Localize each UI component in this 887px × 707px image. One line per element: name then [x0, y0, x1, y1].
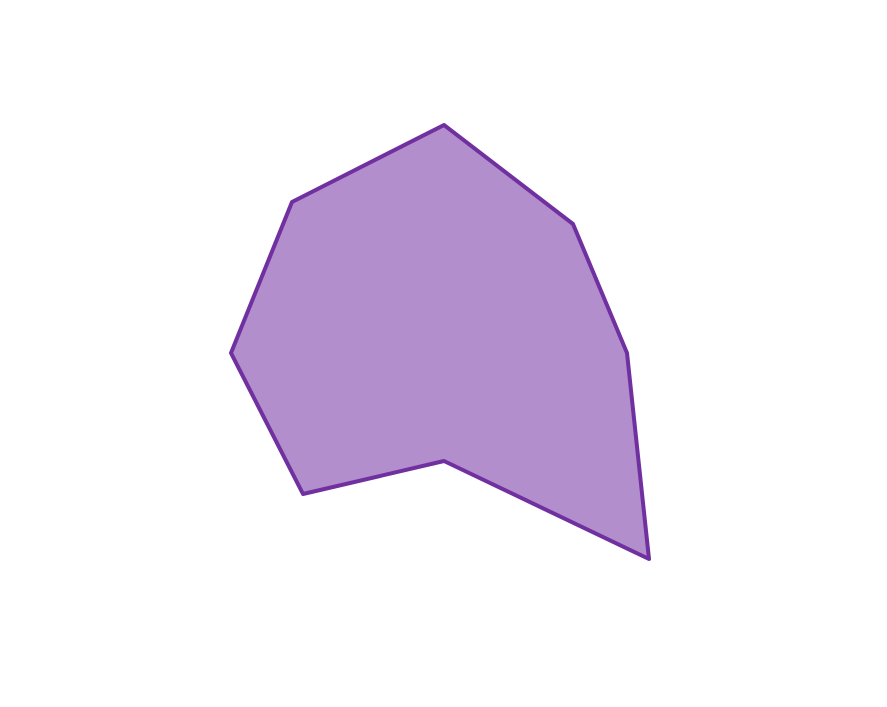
- purple-polygon: [229, 123, 651, 561]
